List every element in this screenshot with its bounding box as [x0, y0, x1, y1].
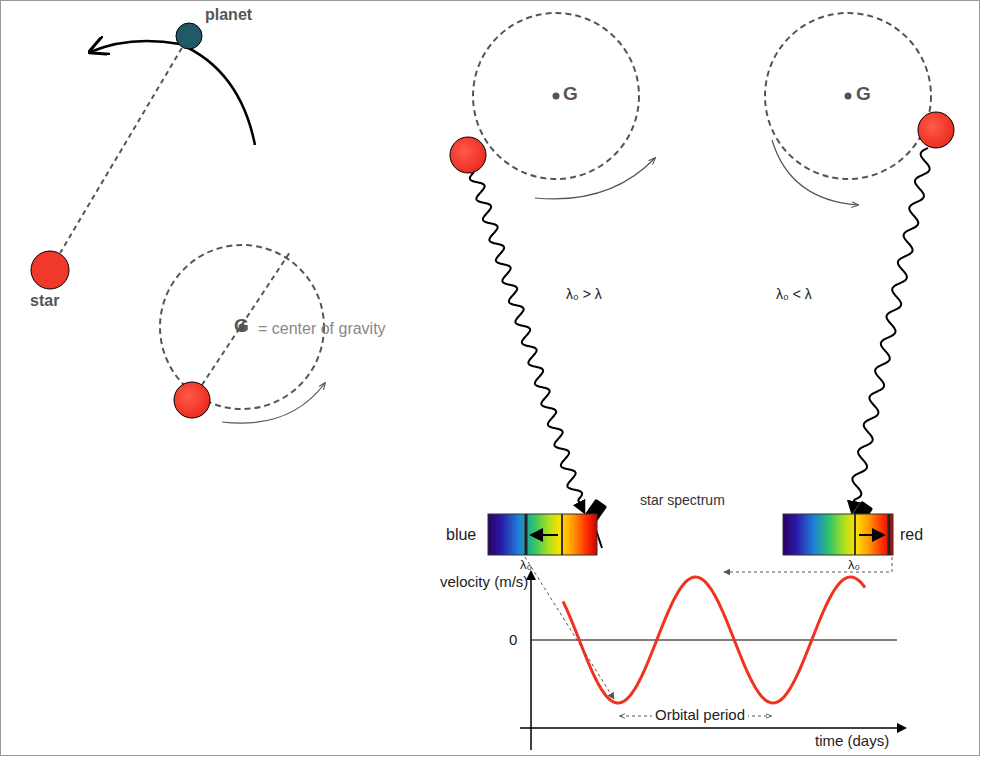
annotation: = center of gravity: [258, 320, 386, 338]
velocity-curve: [563, 577, 865, 703]
node-label: planet: [205, 6, 252, 24]
axis-label: time (days): [812, 733, 892, 750]
annotation: λ₀: [520, 558, 532, 572]
circle-outline: [30, 250, 70, 290]
axis-label: 0: [509, 632, 517, 649]
annotation: star spectrum: [640, 493, 725, 508]
planet-circle: planet: [175, 22, 203, 50]
center-label: G: [856, 84, 871, 105]
annotation: red: [900, 526, 923, 544]
star-circle: star: [30, 250, 70, 290]
axis-label: velocity (m/s): [440, 574, 528, 591]
annotation: blue: [446, 526, 476, 544]
center-label: G: [234, 316, 249, 337]
node-label: star: [30, 292, 59, 310]
star-planet-line: [60, 48, 182, 253]
center-label: G: [563, 84, 578, 105]
light-wave: [852, 148, 929, 500]
annotation: λ₀ < λ: [776, 287, 812, 302]
circle-outline: [175, 22, 203, 50]
annotation: λ₀ > λ: [566, 287, 602, 302]
axis-label: Orbital period: [652, 707, 748, 724]
annotation: λ₀: [848, 558, 860, 572]
light-wave: [470, 172, 582, 500]
